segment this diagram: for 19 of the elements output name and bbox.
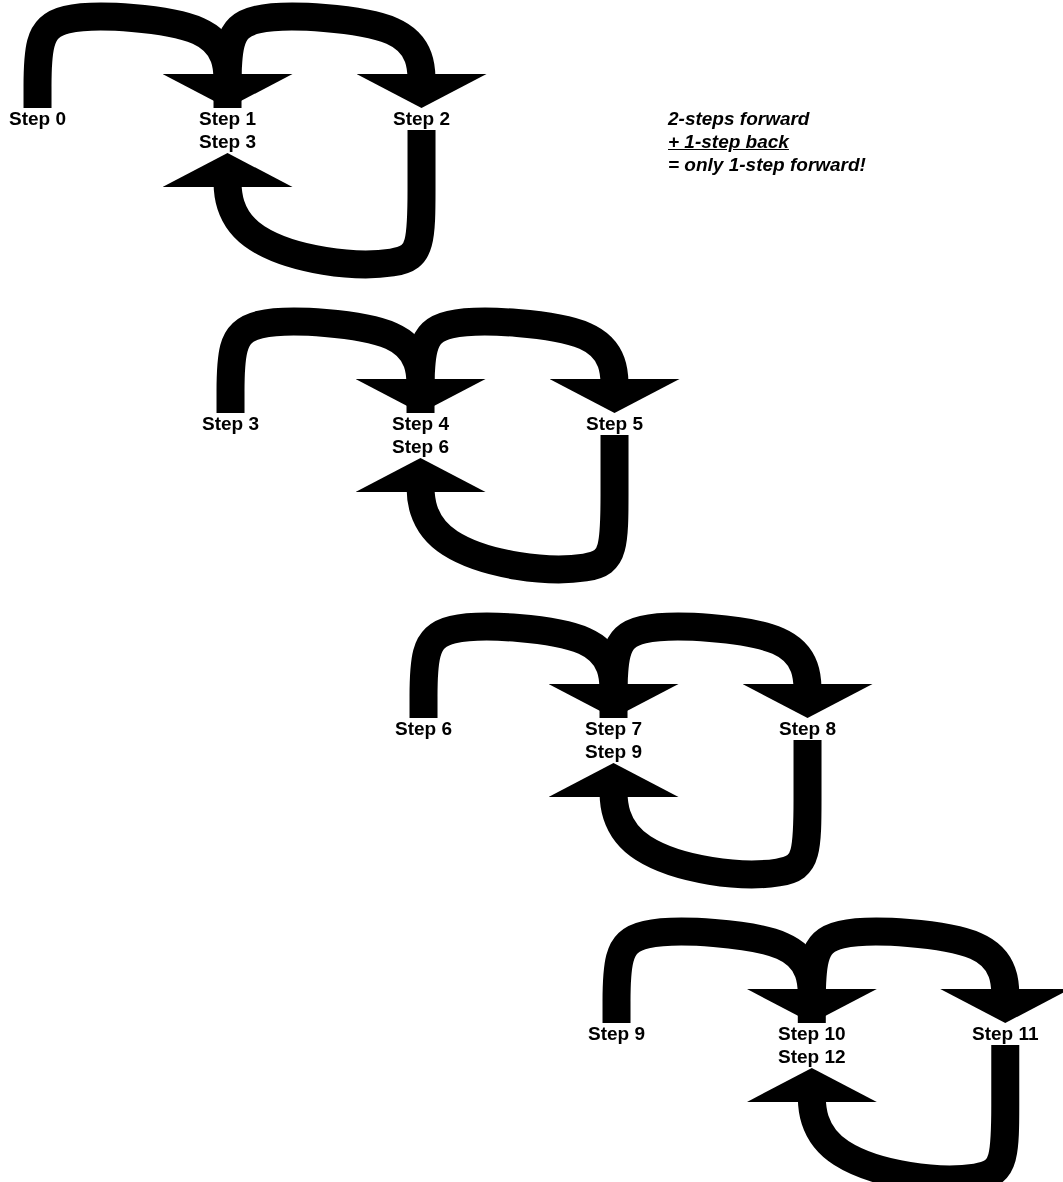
note-text: 2-steps forward bbox=[668, 107, 810, 130]
step-label: Step 7 bbox=[584, 718, 644, 740]
step-label: Step 6 bbox=[391, 436, 451, 458]
step-label: Step 0 bbox=[8, 108, 68, 130]
step-label: Step 11 bbox=[971, 1023, 1040, 1045]
step-label: Step 3 bbox=[201, 413, 261, 435]
step-label: Step 3 bbox=[198, 131, 258, 153]
step-label: Step 12 bbox=[777, 1046, 847, 1068]
step-label: Step 9 bbox=[587, 1023, 647, 1045]
note-text: = only 1-step forward! bbox=[668, 153, 866, 176]
note-text: + 1-step back bbox=[668, 130, 789, 153]
step-label: Step 10 bbox=[777, 1023, 847, 1045]
step-label: Step 1 bbox=[198, 108, 258, 130]
step-label: Step 4 bbox=[391, 413, 451, 435]
step-label: Step 6 bbox=[394, 718, 454, 740]
step-label: Step 2 bbox=[392, 108, 452, 130]
step-label: Step 8 bbox=[778, 718, 838, 740]
step-label: Step 9 bbox=[584, 741, 644, 763]
step-label: Step 5 bbox=[585, 413, 645, 435]
